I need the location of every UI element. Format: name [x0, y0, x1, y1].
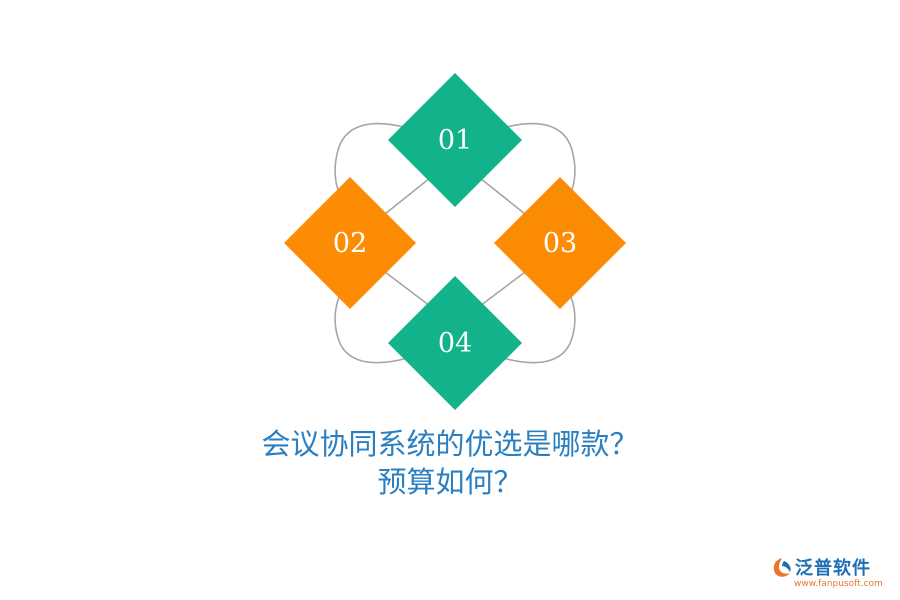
diamond-label-03: 03	[543, 228, 577, 259]
diamond-shape-02	[284, 177, 416, 309]
title-line-2: 预算如何？	[377, 465, 523, 499]
brand-url: www.fanpusoft.com	[794, 579, 883, 589]
diamond-shape-01	[388, 73, 522, 207]
connector-inner-01-02	[384, 177, 431, 215]
connector-inner-02-04	[384, 271, 431, 307]
diamond-label-02: 02	[333, 228, 367, 259]
diamond-node-03: 03	[494, 177, 626, 309]
diamond-diagram: 01 02 03 04	[284, 73, 626, 410]
title-line-1: 会议协同系统的优选是哪款？	[261, 427, 639, 461]
brand-name: 泛普软件	[795, 558, 871, 579]
connector-inner-01-03	[479, 177, 526, 215]
diamond-shape-03	[494, 177, 626, 309]
connector-inner-03-04	[479, 271, 526, 307]
diamond-shape-04	[388, 276, 522, 410]
diamond-node-01: 01	[388, 73, 522, 207]
diamond-label-04: 04	[438, 328, 472, 359]
fanpu-logo-icon	[773, 558, 791, 577]
diamond-node-04: 04	[388, 276, 522, 410]
diamond-label-01: 01	[438, 125, 472, 156]
brand-logo: 泛普软件 www.fanpusoft.com	[770, 552, 895, 596]
diamond-node-02: 02	[284, 177, 416, 309]
